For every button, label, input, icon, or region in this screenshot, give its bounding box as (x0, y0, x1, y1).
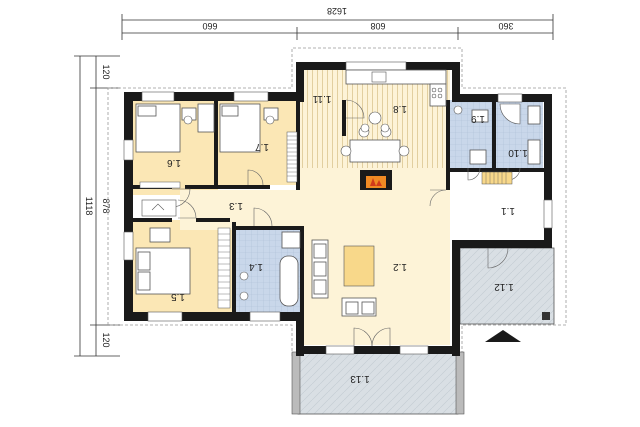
room-label-1-2: 1.2 (393, 261, 407, 272)
bathroom-1-4-fixtures (239, 231, 301, 307)
room-labels: 1.6 1.7 1.5 1.3 1.4 1.11 1.8 1.2 1.9 1.1… (167, 93, 528, 384)
left-dimensions: 1118 878 120 120 (74, 55, 120, 357)
room-1-11-floor (305, 68, 345, 138)
room-label-1-9: 1.9 (471, 113, 485, 124)
room-label-1-13: 1.13 (350, 373, 370, 384)
bed-1-7 (219, 103, 279, 153)
room-1-3-floor (180, 190, 305, 230)
room-label-1-6: 1.6 (167, 157, 181, 168)
fireplace (360, 170, 392, 190)
dim-left-inner: 878 (101, 198, 111, 213)
windows (123, 61, 553, 355)
wardrobe-1-6 (139, 181, 181, 189)
dim-left-bottom: 120 (101, 332, 111, 347)
coffee-table (343, 245, 375, 287)
entrance-marker (485, 330, 521, 342)
hall-1-1-wardrobe (481, 171, 513, 185)
breakfast-table (360, 111, 390, 133)
kitchen-counter (345, 69, 447, 107)
room-label-1-12: 1.12 (494, 281, 514, 292)
dim-top-seg-1: 660 (202, 21, 217, 31)
room-label-1-4: 1.4 (249, 261, 263, 272)
roof-outline (107, 47, 567, 357)
room-label-1-10: 1.10 (508, 147, 528, 158)
sofa (311, 239, 329, 299)
wardrobe-1-7 (286, 131, 298, 183)
wardrobe-1-5 (217, 227, 231, 309)
dim-left-top: 120 (101, 64, 111, 79)
bed-1-6 (135, 103, 197, 153)
armchairs (341, 297, 377, 317)
top-dimensions: 1628 660 608 360 (121, 6, 554, 40)
bath-1-10-fixtures (499, 103, 541, 165)
room-label-1-1: 1.1 (501, 205, 515, 216)
hall-wardrobe (141, 199, 177, 217)
room-label-1-3: 1.3 (229, 200, 243, 211)
terrace-1-13 (297, 351, 459, 415)
bed-1-5 (135, 227, 191, 295)
dim-top-seg-2: 608 (370, 21, 385, 31)
dim-top-seg-3: 360 (498, 21, 513, 31)
terrace-1-12 (459, 247, 555, 325)
dim-left-total: 1118 (84, 197, 94, 216)
wc-1-9-fixtures (453, 105, 489, 165)
room-label-1-8: 1.8 (393, 103, 407, 114)
room-label-1-5: 1.5 (171, 291, 185, 302)
desk-1-6 (197, 103, 215, 133)
dim-top-total: 1628 (327, 6, 347, 16)
room-label-1-11: 1.11 (312, 93, 331, 104)
room-label-1-7: 1.7 (255, 141, 269, 152)
doors (171, 99, 521, 347)
